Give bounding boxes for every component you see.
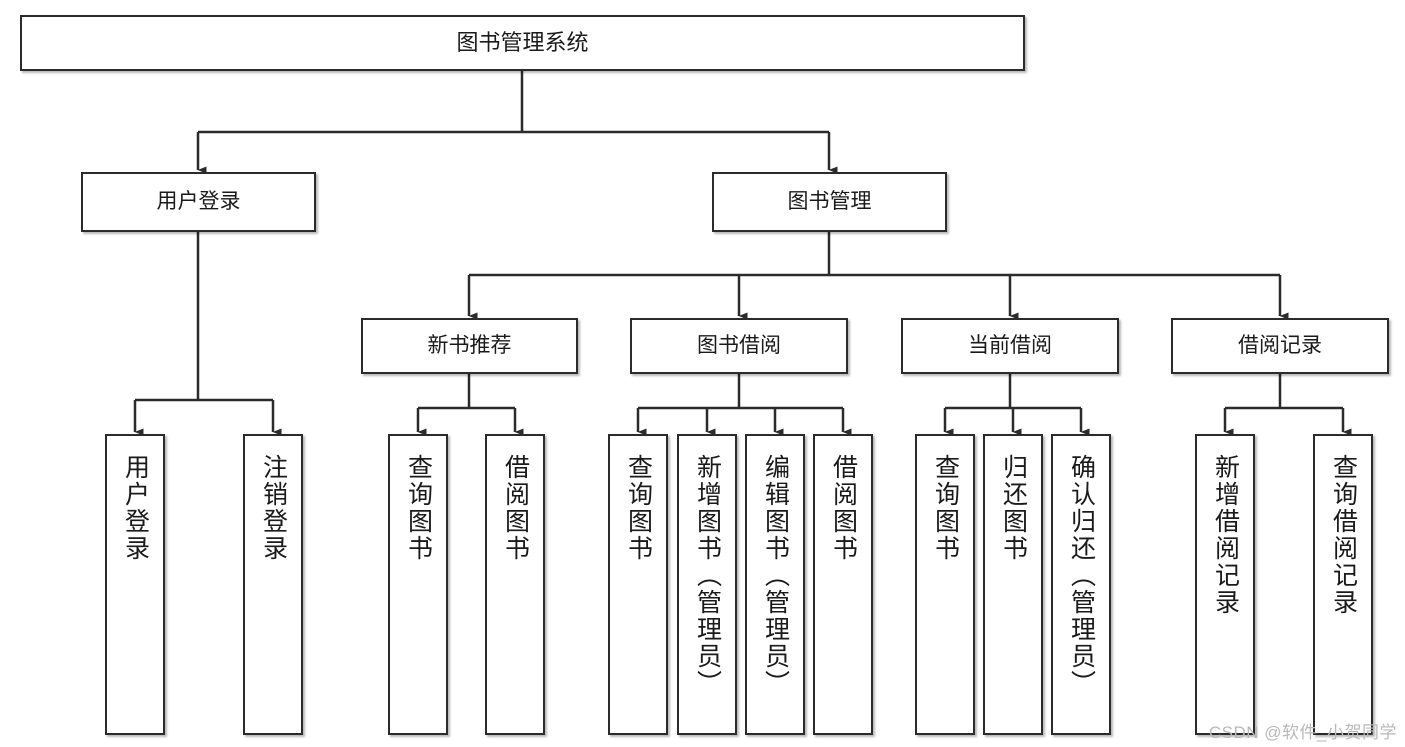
node-leaf-rec-2[interactable]: 查询借阅记录 — [1313, 434, 1373, 735]
node-label: 查询借阅记录 — [1329, 454, 1358, 616]
node-current[interactable]: 当前借阅 — [901, 318, 1119, 374]
node-label: 注销登录 — [259, 454, 288, 562]
node-label: 查询图书 — [931, 454, 960, 562]
node-label: 图书管理系统 — [456, 30, 589, 56]
node-label: 图书借阅 — [697, 333, 781, 357]
node-leaf-borrow-2[interactable]: 新增图书（管理员） — [677, 434, 737, 735]
node-borrow[interactable]: 图书借阅 — [630, 318, 848, 374]
node-label: 图书管理 — [787, 189, 872, 213]
node-leaf-cur-2[interactable]: 归还图书 — [983, 434, 1043, 735]
node-label: 编辑图书（管理员） — [761, 454, 790, 697]
node-label: 确认归还（管理员） — [1067, 454, 1096, 697]
node-leaf-login-1[interactable]: 用户登录 — [105, 434, 165, 735]
node-bookmgmt[interactable]: 图书管理 — [712, 172, 947, 232]
node-label: 查询图书 — [624, 454, 653, 562]
node-leaf-new-2[interactable]: 借阅图书 — [485, 434, 545, 735]
node-label: 用户登录 — [121, 454, 150, 562]
node-label: 新增借阅记录 — [1211, 454, 1240, 616]
node-leaf-new-1[interactable]: 查询图书 — [388, 434, 448, 735]
node-label: 当前借阅 — [968, 333, 1052, 357]
node-label: 借阅图书 — [501, 454, 530, 562]
node-leaf-borrow-3[interactable]: 编辑图书（管理员） — [745, 434, 805, 735]
node-label: 借阅记录 — [1238, 333, 1322, 357]
node-leaf-login-2[interactable]: 注销登录 — [243, 434, 303, 735]
node-label: 查询图书 — [404, 454, 433, 562]
node-leaf-rec-1[interactable]: 新增借阅记录 — [1195, 434, 1255, 735]
node-label: 新增图书（管理员） — [693, 454, 722, 697]
node-label: 借阅图书 — [829, 454, 858, 562]
node-leaf-borrow-1[interactable]: 查询图书 — [608, 434, 668, 735]
node-root[interactable]: 图书管理系统 — [20, 15, 1025, 71]
node-label: 新书推荐 — [427, 333, 512, 357]
node-label: 用户登录 — [156, 189, 241, 213]
node-label: 归还图书 — [999, 454, 1028, 562]
node-records[interactable]: 借阅记录 — [1171, 318, 1389, 374]
watermark: CSDN @软件_小贺同学 — [1208, 723, 1397, 742]
node-login[interactable]: 用户登录 — [81, 172, 316, 232]
node-leaf-cur-1[interactable]: 查询图书 — [915, 434, 975, 735]
node-newbook[interactable]: 新书推荐 — [361, 318, 578, 374]
node-leaf-borrow-4[interactable]: 借阅图书 — [813, 434, 873, 735]
node-leaf-cur-3[interactable]: 确认归还（管理员） — [1051, 434, 1111, 735]
